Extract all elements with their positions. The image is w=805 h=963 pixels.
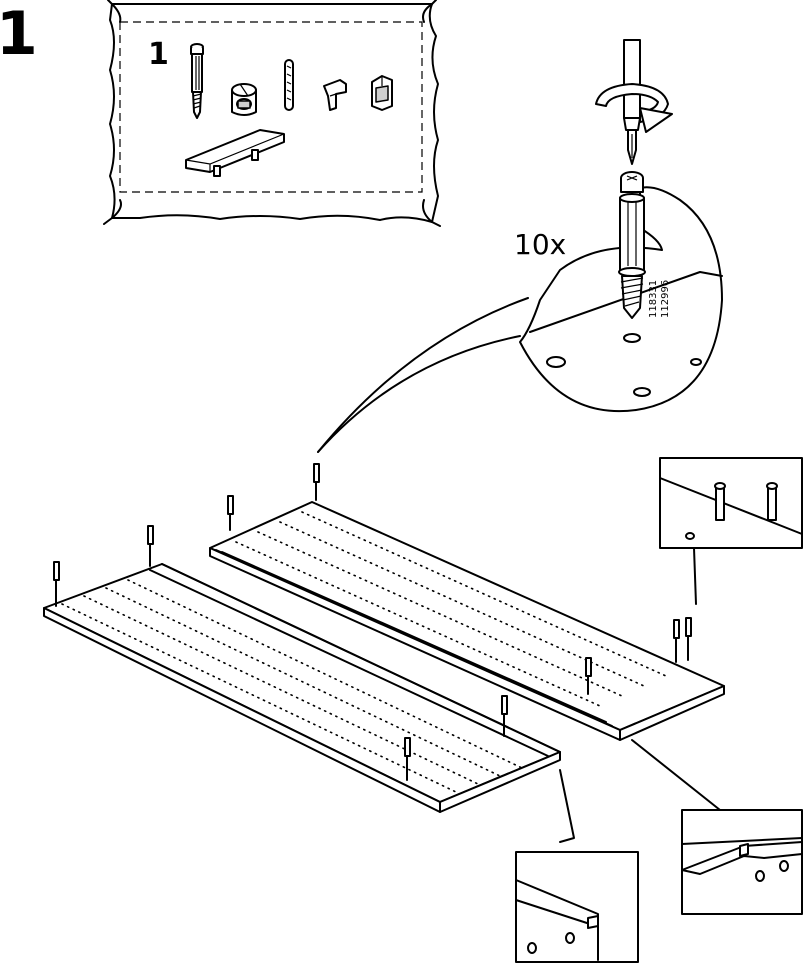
- shelf-support-icon: [372, 76, 392, 110]
- dowel-pin: [148, 526, 153, 566]
- cam-lock-icon: [232, 84, 256, 115]
- part-number-2: 112996: [660, 280, 671, 318]
- wooden-dowel-icon: [285, 60, 293, 110]
- inset-groove-edge-right: [632, 740, 802, 914]
- dowel-pin: [54, 562, 59, 606]
- dowel-pin: [674, 620, 679, 662]
- quantity-label: 10x: [514, 228, 566, 261]
- dowel-pin: [686, 618, 691, 660]
- connector-bracket-icon: [186, 130, 284, 176]
- screwdriver-icon: [624, 40, 640, 164]
- inset-dowel-screws: [660, 458, 802, 604]
- hardware-bag: 1: [104, 0, 440, 226]
- step-number: 1: [0, 0, 38, 69]
- dowel-pin: [228, 496, 233, 530]
- dowel-screw-icon: [191, 44, 203, 118]
- inset-groove-edge-left: [516, 770, 638, 962]
- shelf-pin-icon: [324, 80, 346, 110]
- bag-number: 1: [148, 37, 169, 72]
- part-number-1: 118331: [648, 280, 659, 318]
- detail-callout: 10x 118331 112996: [318, 187, 722, 452]
- dowel-pin: [314, 464, 319, 500]
